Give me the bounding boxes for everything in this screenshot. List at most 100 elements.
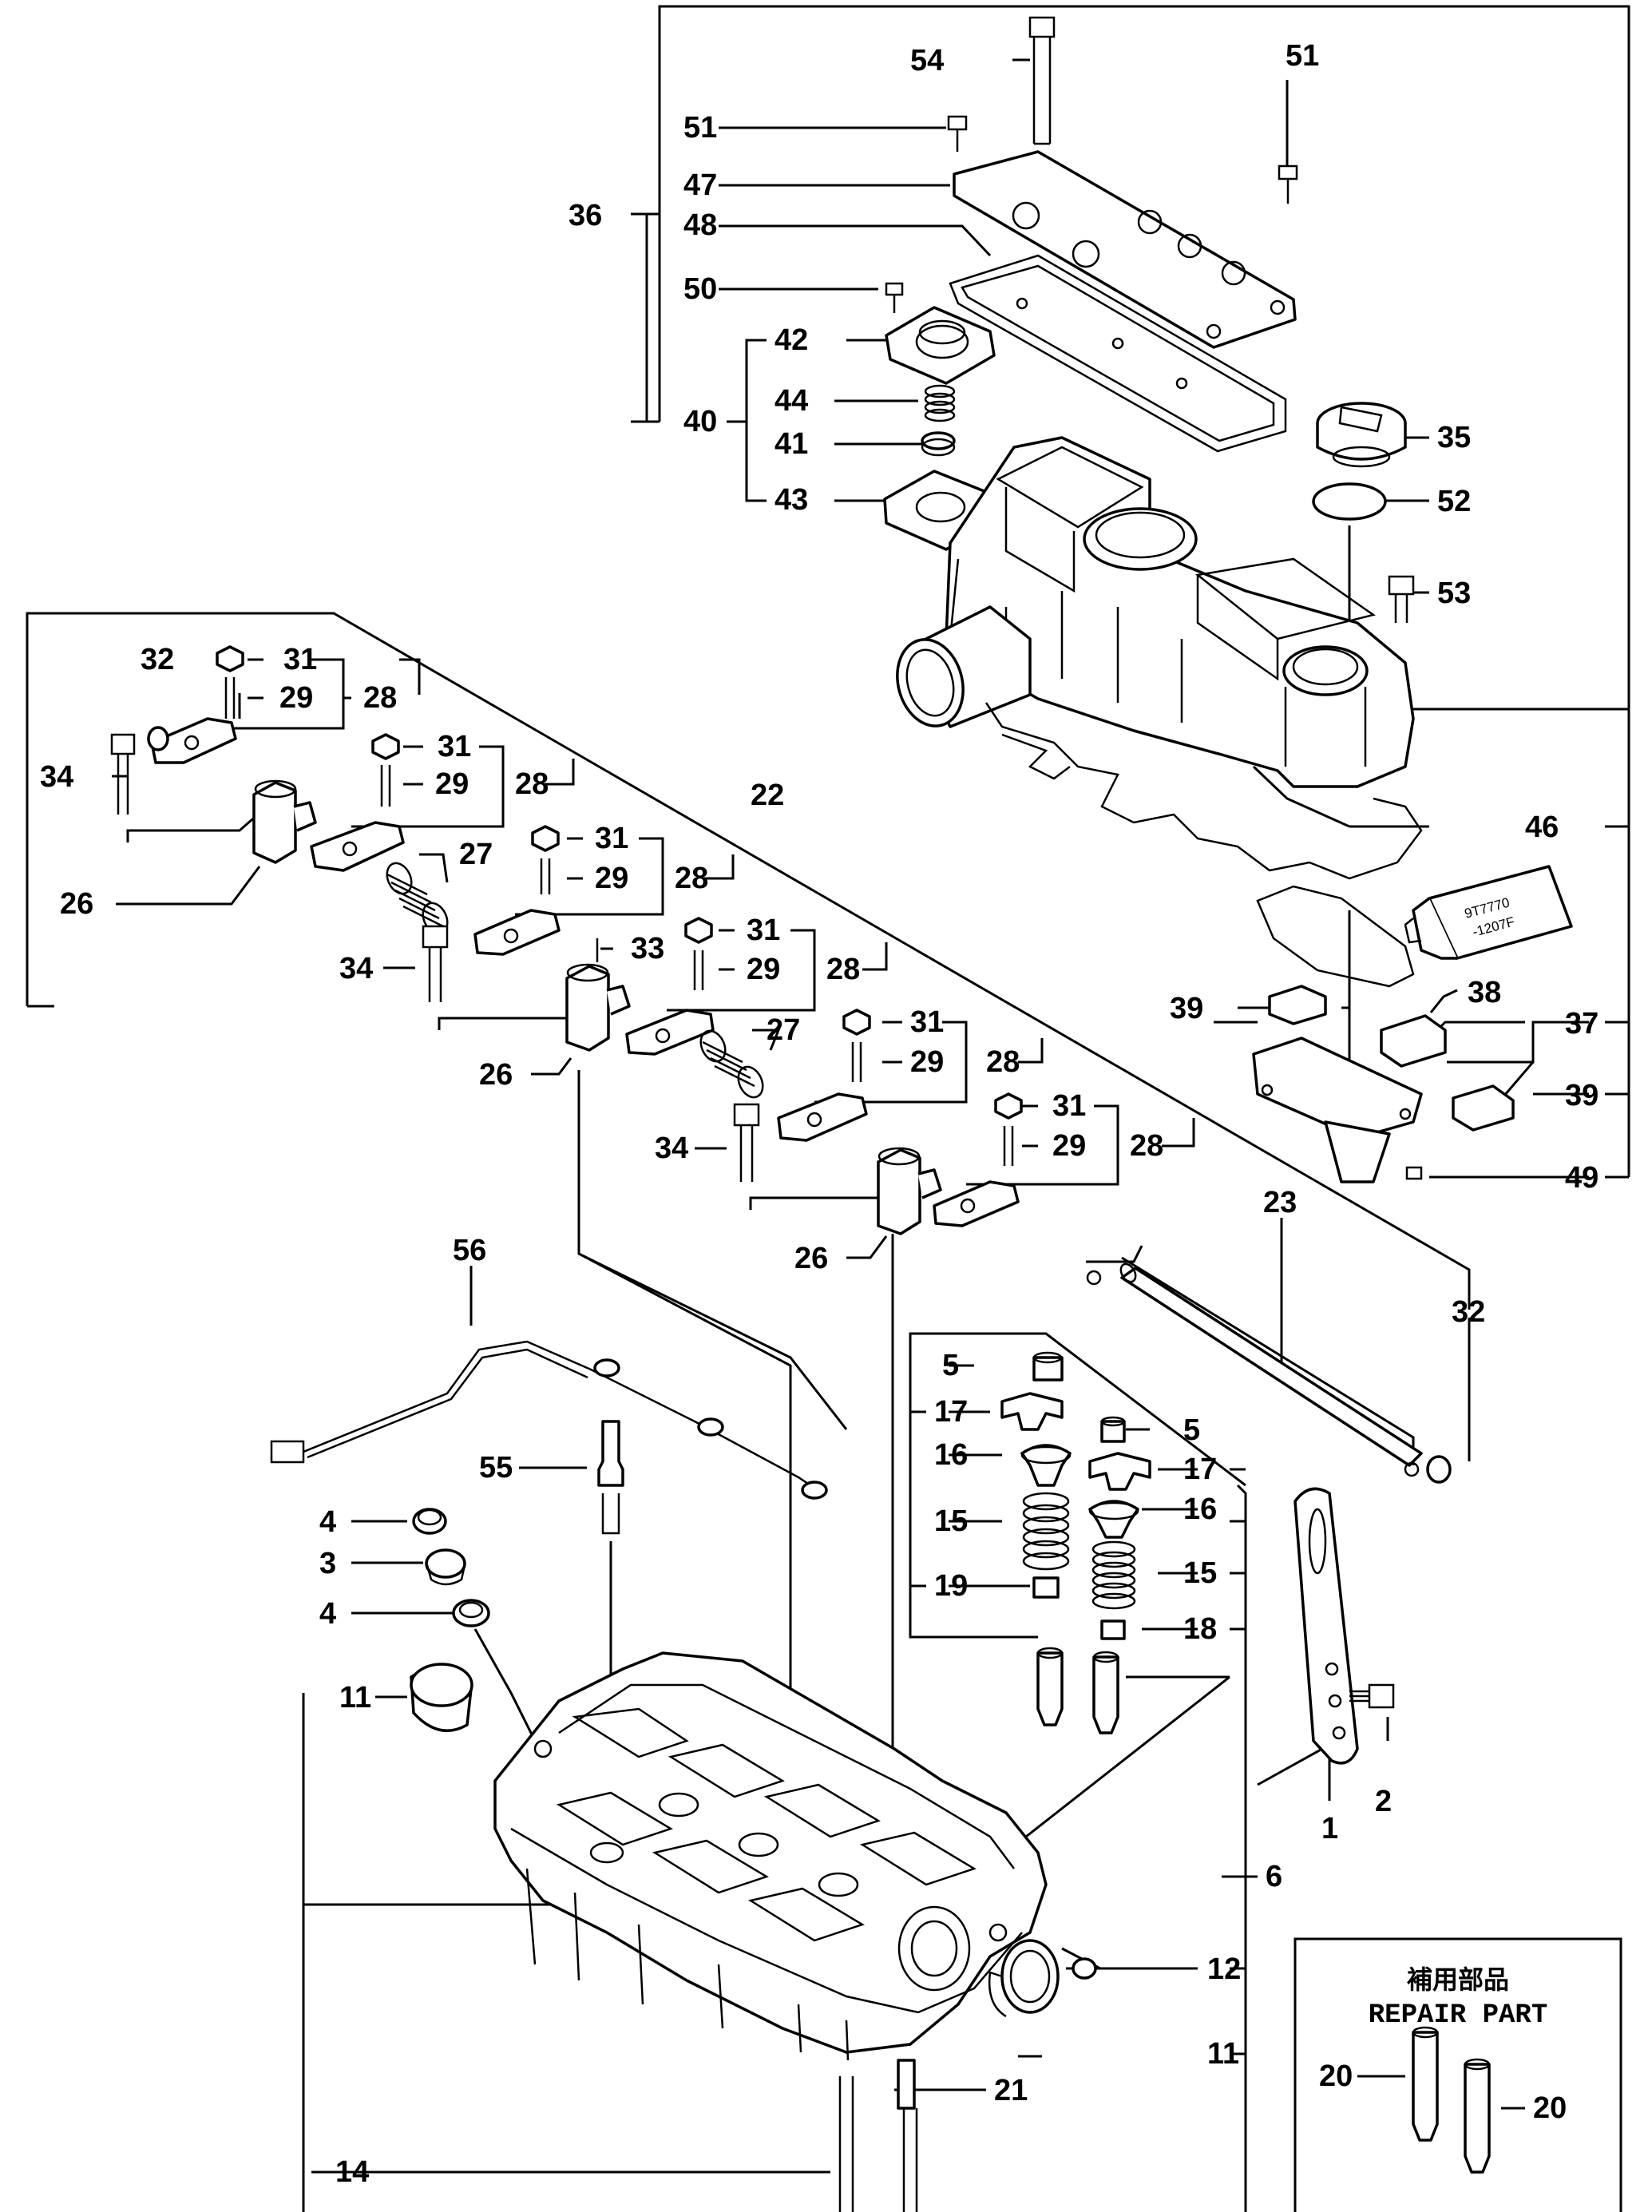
callout-51-left: 51	[683, 111, 717, 145]
callout-55: 55	[479, 1451, 513, 1485]
callout-52: 52	[1437, 485, 1471, 518]
cover-plate-47-drawing	[953, 150, 1297, 349]
callout-26b: 26	[479, 1058, 513, 1092]
plug-11b-drawing	[988, 1939, 1060, 2018]
bolt-34b-drawing	[422, 925, 449, 1002]
callout-29e: 29	[910, 1045, 944, 1079]
callout-5-right: 5	[1183, 1413, 1200, 1447]
callout-11-right: 11	[1207, 2037, 1239, 2071]
callout-21: 21	[994, 2074, 1028, 2107]
callout-32-bottom: 32	[1452, 1295, 1485, 1329]
bolt-34c-drawing	[733, 1103, 760, 1182]
callout-27b: 27	[767, 1013, 800, 1047]
valve-14-drawing	[838, 2076, 854, 2212]
callout-31d: 31	[747, 914, 780, 947]
adjust-screws-29-drawing	[224, 677, 1014, 1166]
callout-31e: 31	[910, 1005, 944, 1039]
gasket-loop-drawing	[1256, 885, 1415, 988]
callout-12: 12	[1207, 1952, 1241, 1986]
plug-4a-drawing	[412, 1508, 447, 1535]
bolt-51-right-drawing	[1278, 165, 1298, 204]
oil-cap-35-drawing	[1316, 402, 1407, 468]
callout-15-left: 15	[934, 1504, 968, 1538]
callout-20-left: 20	[1319, 2059, 1353, 2093]
rocker-arm-28f-drawing	[933, 1180, 1020, 1227]
callout-33: 33	[631, 932, 664, 965]
callout-31f: 31	[1052, 1089, 1086, 1123]
callout-31c: 31	[595, 822, 628, 855]
bracket-1-drawing	[1293, 1487, 1359, 1765]
plate-49-drawing	[1252, 1037, 1423, 1183]
oring-52-drawing	[1312, 482, 1387, 521]
repair-part-title-jp: 補用部品	[1407, 1964, 1509, 1995]
callout-53: 53	[1437, 577, 1471, 610]
rocker-arm-28b-drawing	[310, 821, 405, 872]
valve-stack-right-drawing	[1088, 1416, 1151, 1640]
callout-17-left: 17	[934, 1395, 968, 1429]
frame-lines	[26, 5, 1630, 2212]
callout-27a: 27	[459, 838, 493, 871]
callout-labels: 54 51 51 47 36 48 50 42 44 40 41 43 35 5…	[40, 39, 1599, 2189]
cylinder-head-drawing	[493, 1651, 1048, 2061]
callout-32-top: 32	[141, 643, 174, 676]
plug-3-drawing	[425, 1548, 466, 1586]
callout-4-top: 4	[319, 1505, 336, 1539]
screw-50-drawing	[885, 282, 904, 313]
callout-44: 44	[774, 384, 808, 418]
sealant-tube-drawing: 9T7770 -1207F	[1404, 865, 1573, 960]
callout-2: 2	[1375, 1785, 1392, 1818]
valve-cover-drawing	[896, 436, 1415, 788]
plug-11a-drawing	[410, 1663, 473, 1732]
callout-36: 36	[568, 199, 602, 232]
pad-38-drawing	[1380, 1014, 1447, 1068]
valve-guide-6b-drawing	[1092, 1651, 1119, 1734]
plug-12-drawing	[1072, 1957, 1097, 1980]
rocker-arm-28d-drawing	[625, 1009, 715, 1056]
bolt-51-left-drawing	[947, 115, 968, 152]
callout-28d: 28	[826, 953, 860, 986]
rocker-support-26c-drawing	[877, 1147, 942, 1235]
callout-17-right: 17	[1183, 1453, 1217, 1486]
gasket-48-drawing	[949, 254, 1287, 453]
callout-54: 54	[910, 44, 944, 77]
callout-5-top: 5	[942, 1349, 959, 1382]
pad-39-top-drawing	[1268, 985, 1327, 1025]
callout-29b: 29	[435, 767, 469, 801]
bolt-2-drawing	[1349, 1683, 1395, 1709]
callout-38: 38	[1468, 976, 1501, 1009]
repair-part-box	[1293, 1937, 1622, 2212]
callout-42: 42	[774, 323, 808, 357]
glow-wire-56-drawing	[270, 1340, 828, 1500]
callout-16-left: 16	[934, 1438, 968, 1472]
rocker-arm-28c-drawing	[473, 909, 561, 956]
callout-15-right: 15	[1183, 1556, 1217, 1590]
callout-14: 14	[335, 2155, 369, 2189]
spring-44-drawing	[924, 384, 956, 422]
callout-18: 18	[1183, 1612, 1217, 1646]
callout-19: 19	[934, 1569, 968, 1603]
callout-29c: 29	[595, 862, 628, 895]
callout-28e: 28	[986, 1045, 1020, 1079]
callout-29a: 29	[279, 681, 313, 715]
clip-32a-drawing	[147, 726, 169, 751]
callout-11-left: 11	[339, 1681, 371, 1714]
callout-34b: 34	[339, 952, 373, 985]
part-drawings: 9T7770 -1207F	[110, 16, 1573, 2212]
valve-13-drawing	[902, 2108, 918, 2212]
callout-40: 40	[683, 405, 717, 438]
callout-31b: 31	[438, 730, 471, 763]
plug-4b-drawing	[452, 1599, 490, 1627]
repair-guide-20b-drawing	[1464, 2058, 1491, 2174]
callout-39-right: 39	[1565, 1079, 1599, 1112]
rocker-arm-28e-drawing	[777, 1092, 868, 1142]
callout-28a: 28	[363, 681, 397, 715]
pin-21-drawing	[897, 2059, 916, 2110]
callout-56: 56	[453, 1234, 486, 1267]
callout-4-bottom: 4	[319, 1597, 336, 1631]
callout-51-top: 51	[1286, 39, 1319, 73]
callout-3: 3	[319, 1547, 336, 1580]
callout-23: 23	[1263, 1186, 1297, 1219]
callout-29d: 29	[747, 953, 780, 986]
callout-1: 1	[1321, 1812, 1338, 1845]
